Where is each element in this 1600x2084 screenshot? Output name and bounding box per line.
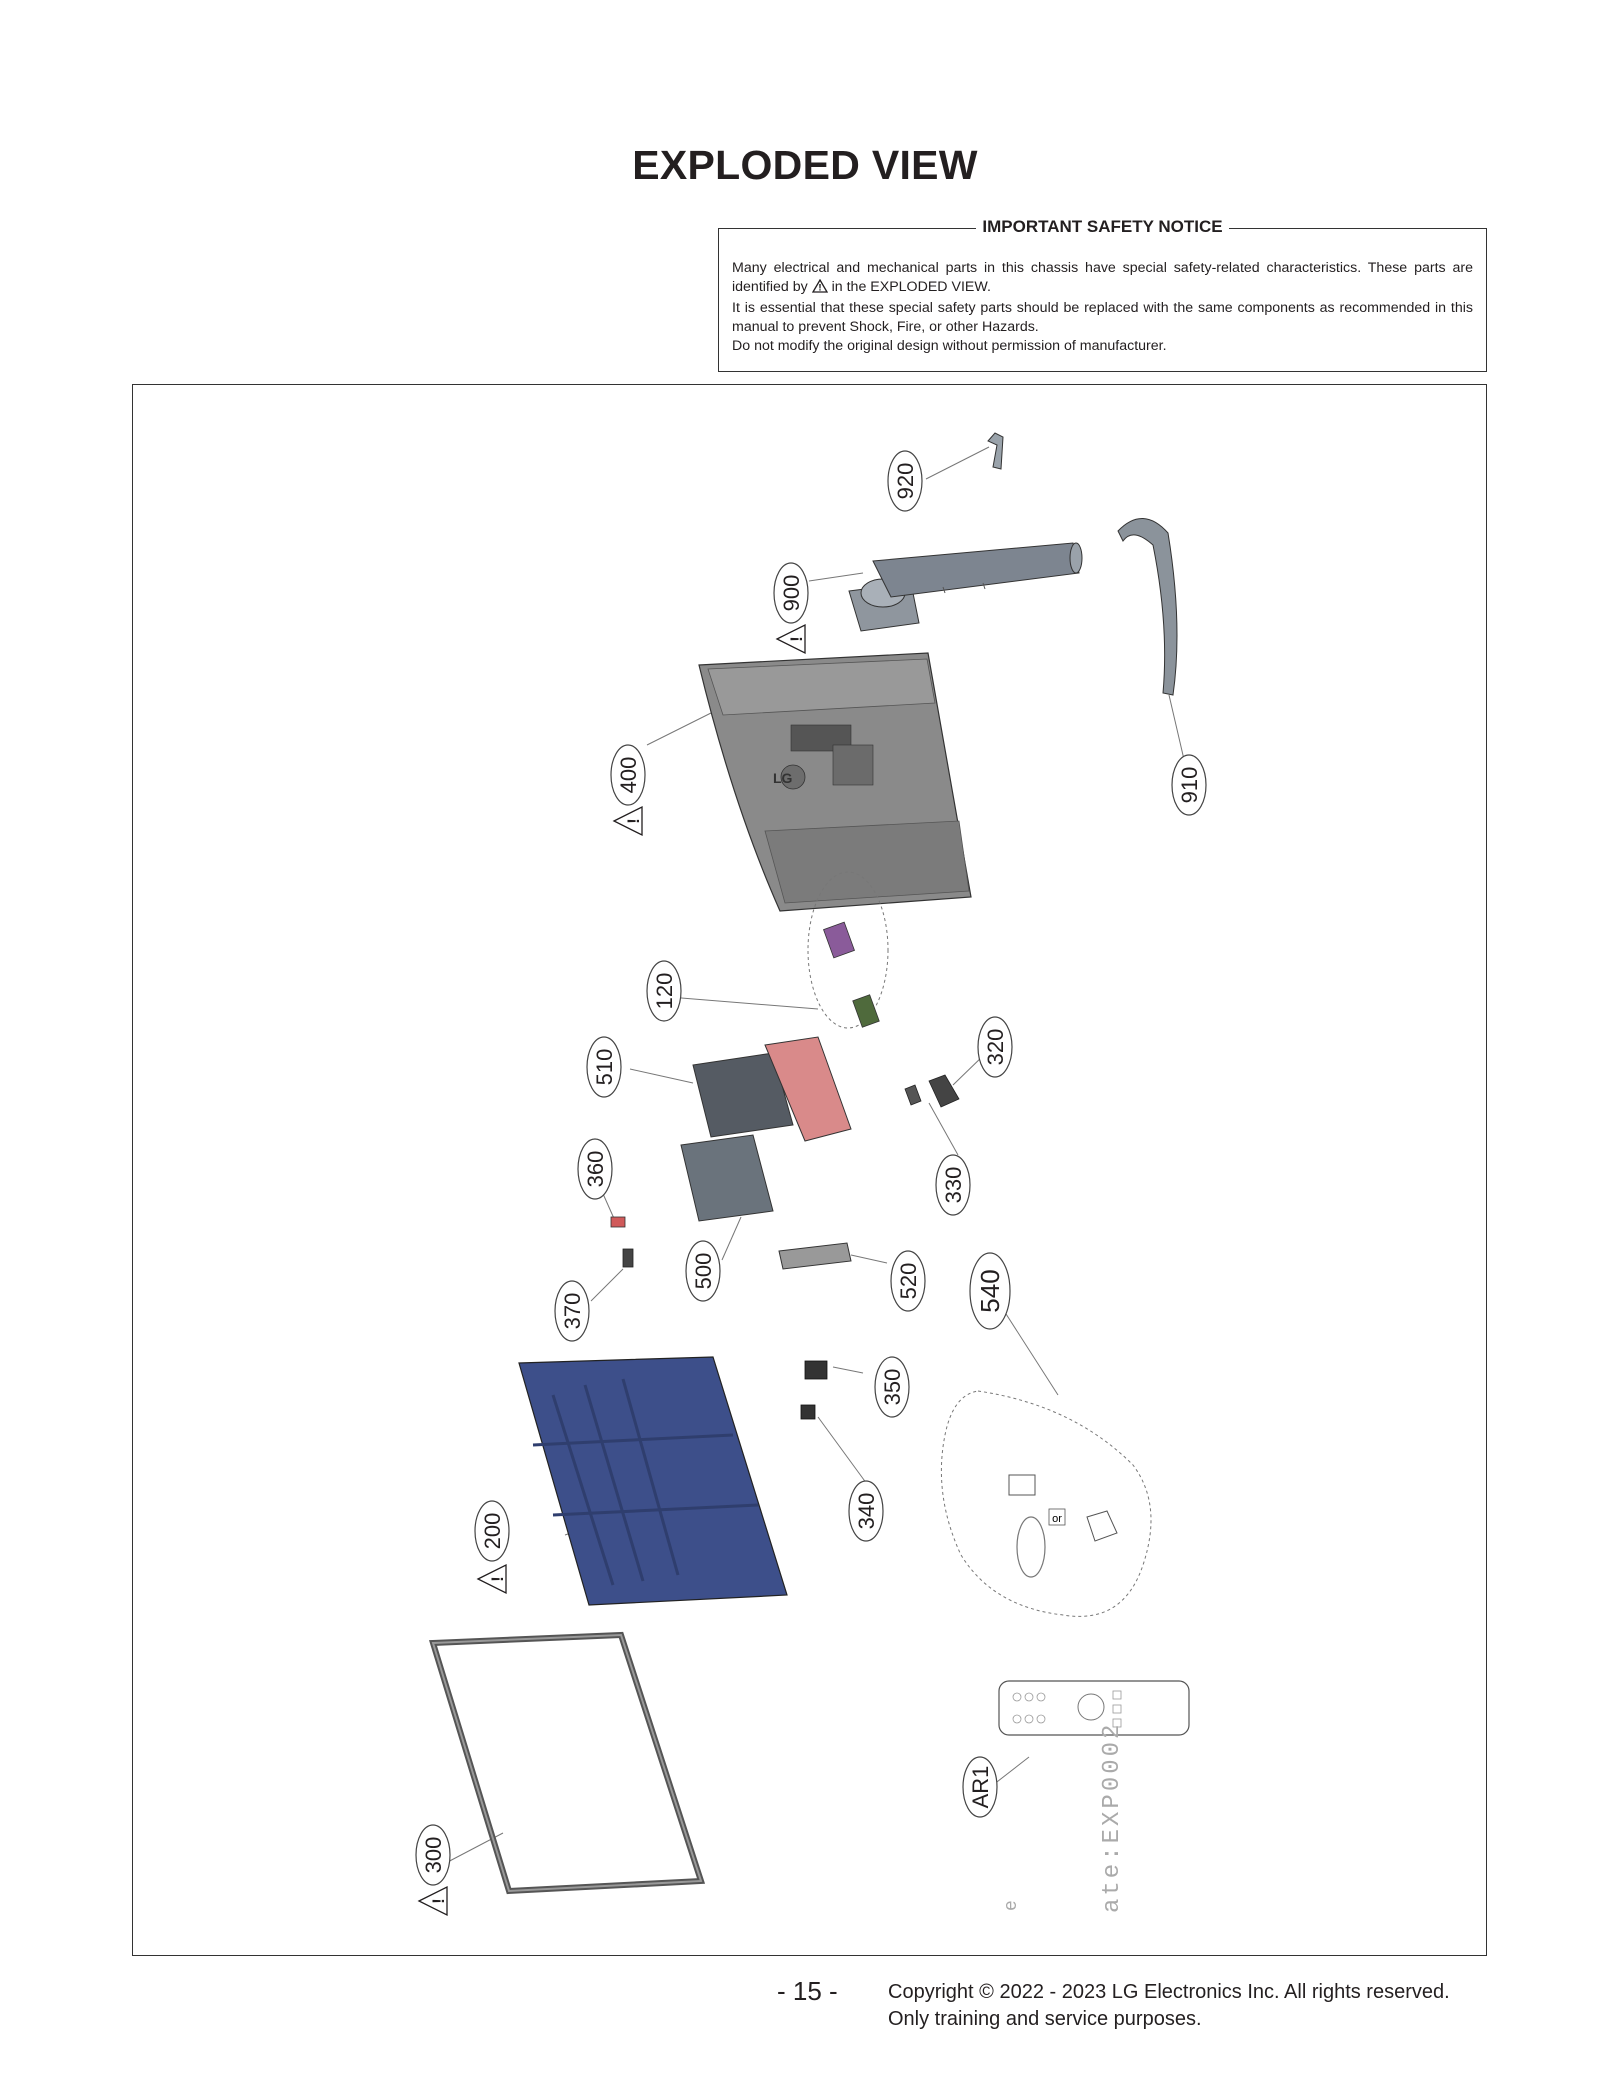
notice-line-3: Do not modify the original design withou…	[732, 338, 1167, 354]
svg-text:!: !	[818, 283, 821, 293]
adapter-540: or	[940, 1390, 1152, 1617]
warning-triangle-icon: !	[811, 278, 828, 299]
part-label-350: 350	[880, 1369, 905, 1406]
svg-text:LG: LG	[773, 770, 793, 786]
safety-notice-heading: IMPORTANT SAFETY NOTICE	[976, 217, 1229, 236]
part-label-200: 200	[480, 1513, 505, 1550]
exploded-diagram-frame: !	[132, 384, 1487, 1956]
adapter-or-label: or	[1052, 1513, 1062, 1525]
stand-neck-910	[1117, 518, 1178, 696]
part-label-360: 360	[583, 1151, 608, 1188]
bracket-320	[928, 1074, 960, 1108]
part-label-910: 910	[1177, 767, 1202, 804]
copyright-line-1: Copyright © 2022 - 2023 LG Electronics I…	[888, 1981, 1450, 2003]
page-number: - 15 -	[777, 1976, 838, 2006]
part-label-320: 320	[983, 1029, 1008, 1066]
part-label-300: 300	[421, 1837, 446, 1874]
board-cluster-120	[807, 871, 889, 1029]
part-label-920: 920	[893, 463, 918, 500]
copyright-block: Copyright © 2022 - 2023 LG Electronics I…	[888, 1979, 1450, 2033]
notice-line-1-tail: in the EXPLODED VIEW.	[831, 279, 991, 295]
speaker-520	[778, 1242, 852, 1270]
safety-notice-box: IMPORTANT SAFETY NOTICE Many electrical …	[718, 217, 1487, 372]
warning-triangle-icon-200	[477, 1564, 508, 1594]
diagram-watermark-prefix: e	[1002, 1900, 1022, 1911]
part-label-520: 520	[896, 1263, 921, 1300]
part-label-330: 330	[941, 1167, 966, 1204]
notice-line-1: Many electrical and mechanical parts in …	[732, 260, 1473, 295]
back-cover-400: LG	[698, 652, 972, 912]
part-label-900: 900	[779, 575, 804, 612]
part-label-120: 120	[652, 973, 677, 1010]
diagram-watermark: ate:EXP0002	[1099, 1722, 1126, 1913]
bezel-300	[428, 1631, 706, 1895]
page-title: EXPLODED VIEW	[632, 142, 978, 188]
copyright-line-2: Only training and service purposes.	[888, 2008, 1202, 2030]
part-label-370: 370	[560, 1293, 585, 1330]
part-370	[622, 1248, 634, 1268]
part-label-510: 510	[592, 1049, 617, 1086]
part-340	[800, 1404, 816, 1420]
part-label-340: 340	[854, 1493, 879, 1530]
notice-line-2: It is essential that these special safet…	[732, 300, 1473, 335]
safety-notice-text: Many electrical and mechanical parts in …	[732, 259, 1473, 356]
part-label-ar1: AR1	[968, 1766, 993, 1809]
exploded-diagram: !	[415, 432, 1207, 1916]
part-label-400: 400	[616, 757, 641, 794]
part-label-500: 500	[691, 1253, 716, 1290]
warning-triangle-icon-900	[776, 624, 807, 654]
warning-triangle-icon-300	[418, 1886, 449, 1916]
stand-body-900	[848, 542, 1083, 632]
main-board-500	[680, 1134, 774, 1222]
bracket-330	[904, 1084, 922, 1106]
part-label-540: 540	[975, 1269, 1005, 1312]
part-350	[804, 1360, 828, 1380]
stand-clip-920	[987, 432, 1004, 470]
warning-triangle-icon-400	[613, 806, 644, 836]
main-frame-510	[692, 1036, 852, 1142]
part-360	[610, 1216, 626, 1228]
panel-200	[518, 1356, 788, 1606]
remote-ar1	[998, 1680, 1190, 1736]
